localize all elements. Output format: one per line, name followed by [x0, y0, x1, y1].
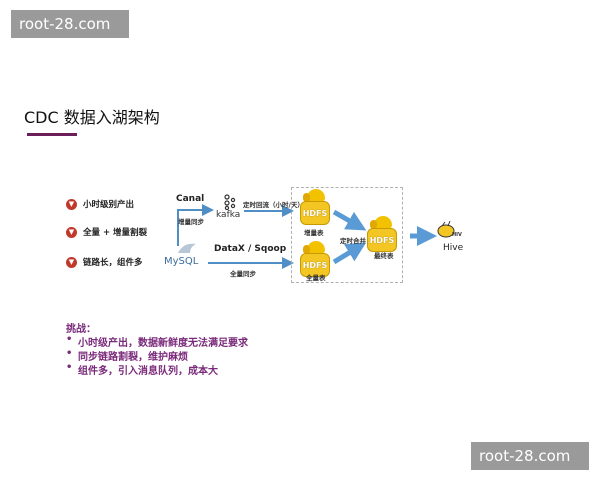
hdfs-incremental: HDFS	[300, 189, 330, 225]
watermark-top: root-28.com	[11, 10, 129, 38]
incremental-sync-label: 增量同步	[178, 218, 204, 226]
kafka-icon	[222, 194, 236, 211]
canal-label: Canal	[176, 194, 205, 204]
hdfs-label: HDFS	[367, 228, 397, 252]
issue-label: 链路长，组件多	[83, 258, 143, 268]
thumbs-down-icon: ▼	[66, 256, 77, 268]
merge-arrow-bottom	[332, 242, 367, 265]
full-table-label: 全量表	[306, 274, 326, 282]
scheduled-clean-label: 定时回流（小时/天）	[243, 201, 304, 209]
hdfs-full: HDFS	[300, 241, 330, 277]
challenge-text: 小时级产出，数据新鲜度无法满足要求	[78, 338, 248, 349]
issue-item: ▼ 全量 + 增量割裂	[66, 226, 147, 238]
hadoop-elephant-icon	[303, 189, 325, 202]
datax-label: DataX / Sqoop	[214, 244, 287, 254]
bullet-dot: •	[66, 348, 73, 359]
bullet-dot: •	[66, 362, 73, 373]
hdfs-label: HDFS	[300, 201, 330, 225]
hadoop-elephant-icon	[370, 216, 392, 229]
scheduled-merge-label: 定时合并	[340, 237, 366, 245]
final-table-label: 最终表	[374, 252, 394, 260]
watermark-bottom: root-28.com	[471, 442, 589, 470]
kafka-label: kafka	[216, 210, 241, 220]
full-sync-label: 全量同步	[230, 270, 256, 278]
hadoop-elephant-icon	[303, 241, 325, 254]
canal-arrow	[177, 204, 214, 246]
issue-item: ▼ 链路长，组件多	[66, 256, 143, 268]
mysql-label: MySQL	[164, 256, 199, 267]
svg-text:HIVE: HIVE	[452, 232, 462, 238]
challenges-heading: 挑战：	[66, 324, 96, 335]
hive-label: Hive	[443, 243, 464, 253]
hdfs-final: HDFS	[367, 216, 397, 252]
thumbs-down-icon: ▼	[66, 198, 77, 210]
mysql-dolphin-icon	[176, 240, 198, 254]
issue-label: 小时级别产出	[83, 200, 135, 210]
challenge-item: • 小时级产出，数据新鲜度无法满足要求	[66, 334, 248, 349]
bullet-dot: •	[66, 334, 73, 345]
issue-label: 全量 + 增量割裂	[83, 228, 148, 238]
hdfs-label: HDFS	[300, 253, 330, 277]
challenge-text: 组件多，引入消息队列，成本大	[78, 366, 218, 377]
merge-arrow-top	[332, 209, 367, 231]
page-title: CDC 数据入湖架构	[24, 108, 160, 127]
issue-item: ▼ 小时级别产出	[66, 198, 134, 210]
thumbs-down-icon: ▼	[66, 226, 77, 238]
hive-bee-icon: HIVE	[436, 220, 466, 240]
title-underline	[27, 133, 77, 136]
challenge-text: 同步链路割裂，维护麻烦	[78, 352, 188, 363]
incremental-table-label: 增量表	[304, 229, 324, 237]
challenge-item: • 组件多，引入消息队列，成本大	[66, 362, 218, 377]
challenge-item: • 同步链路割裂，维护麻烦	[66, 348, 188, 363]
storage-group	[291, 187, 403, 283]
